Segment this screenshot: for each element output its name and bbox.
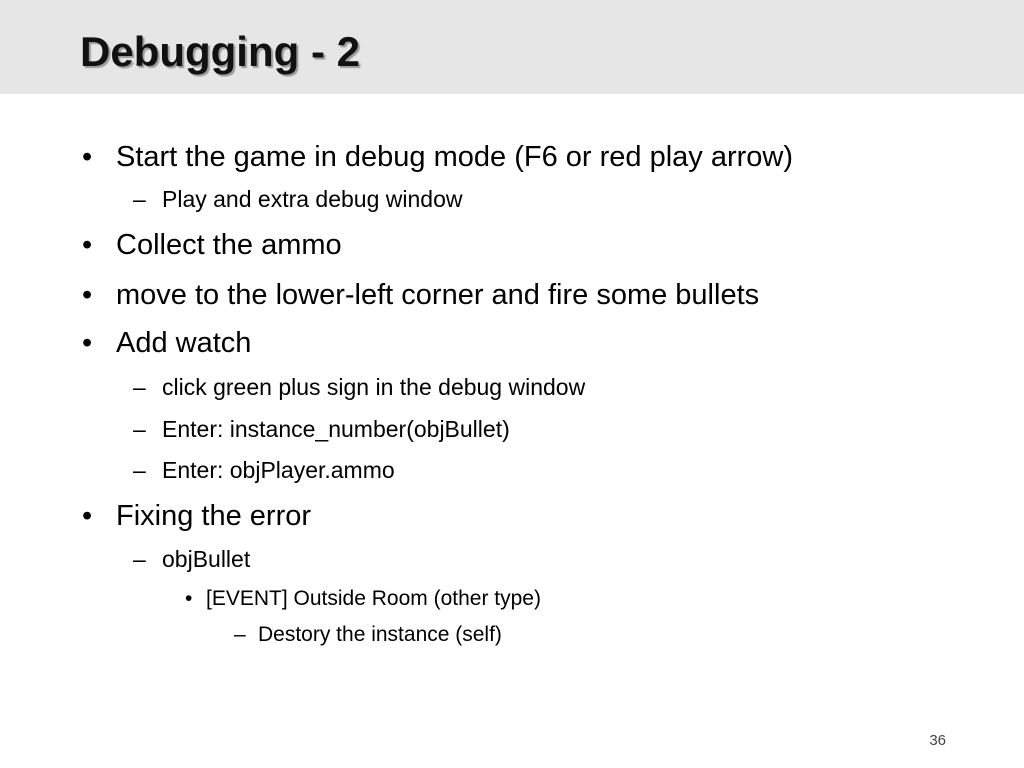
dash-marker: – [234, 623, 246, 646]
bullet-text: Fixing the error [116, 500, 312, 532]
dash-marker: – [133, 546, 146, 572]
sub-sub-bullet-outside-room: • [EVENT] Outside Room (other type) [185, 585, 541, 613]
bullet-start-debug: • Start the game in debug mode (F6 or red… [82, 139, 793, 175]
page-number: 36 [929, 732, 946, 749]
sub-bullet-objbullet: –objBullet [133, 544, 250, 574]
bullet-text: Add watch [116, 327, 252, 359]
bullet-marker: • [82, 500, 93, 532]
sub-bullet-green-plus: –click green plus sign in the debug wind… [133, 372, 585, 402]
bullet-text: Start the game in debug mode (F6 or red … [116, 141, 793, 173]
title-band [0, 0, 1024, 94]
bullet-text: move to the lower-left corner and fire s… [116, 279, 760, 311]
bullet-collect-ammo: • Collect the ammo [82, 227, 342, 263]
bullet-text: Collect the ammo [116, 229, 342, 261]
bullet-marker: • [82, 279, 93, 311]
slide-title: Debugging - 2 [80, 28, 360, 75]
sub-bullet-text: Enter: instance_number(objBullet) [162, 416, 510, 442]
bullet-marker: • [185, 587, 193, 610]
dash-marker: – [133, 374, 146, 400]
bullet-move-fire: • move to the lower-left corner and fire … [82, 277, 759, 313]
sub-bullet-text: Play and extra debug window [162, 186, 463, 212]
bullet-fixing-error: • Fixing the error [82, 498, 311, 534]
bullet-marker: • [82, 141, 93, 173]
bullet-add-watch: • Add watch [82, 325, 251, 361]
dash-marker: – [133, 186, 146, 212]
sub-sub-bullet-text: [EVENT] Outside Room (other type) [206, 587, 541, 610]
dash-marker: – [133, 416, 146, 442]
level4-bullet-destroy: –Destory the instance (self) [234, 621, 502, 649]
bullet-marker: • [82, 327, 93, 359]
sub-bullet-player-ammo: –Enter: objPlayer.ammo [133, 455, 395, 485]
level4-bullet-text: Destory the instance (self) [258, 623, 502, 646]
sub-bullet-instance-number: –Enter: instance_number(objBullet) [133, 414, 510, 444]
sub-bullet-text: Enter: objPlayer.ammo [162, 457, 395, 483]
sub-bullet-text: objBullet [162, 546, 251, 572]
sub-bullet-text: click green plus sign in the debug windo… [162, 374, 586, 400]
sub-bullet-play-window: –Play and extra debug window [133, 184, 462, 214]
dash-marker: – [133, 457, 146, 483]
bullet-marker: • [82, 229, 93, 261]
